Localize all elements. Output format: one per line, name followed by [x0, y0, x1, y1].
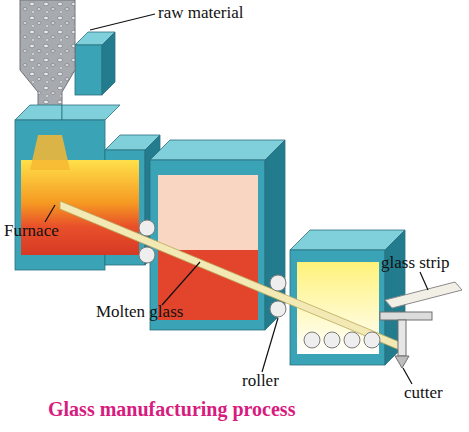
cutter-bar	[380, 312, 432, 320]
rollers	[139, 220, 380, 348]
glass-strip	[60, 201, 402, 351]
melting-charge	[30, 135, 70, 170]
figure-caption: Glass manufacturing process	[48, 398, 295, 420]
molten-glass-label: Molten glass	[96, 303, 183, 322]
leader-lines	[45, 14, 428, 384]
furnace-label: Furnace	[4, 222, 59, 241]
cutter-blade	[395, 356, 409, 368]
hopper-box	[75, 45, 102, 95]
raw-material-label: raw material	[158, 4, 243, 23]
annealing-top	[150, 140, 285, 160]
cut-glass-piece	[385, 282, 462, 308]
glass-strip-label: glass strip	[381, 254, 449, 273]
cutter-label: cutter	[404, 384, 443, 403]
cutter-arm	[398, 320, 406, 356]
furnace-top	[15, 105, 62, 120]
furnace-melt	[21, 160, 139, 255]
annealing-chamber	[158, 175, 258, 250]
hopper-side	[102, 32, 115, 95]
furnace-top	[62, 105, 120, 120]
roller-label: roller	[242, 372, 279, 391]
annealing-side	[265, 140, 285, 330]
